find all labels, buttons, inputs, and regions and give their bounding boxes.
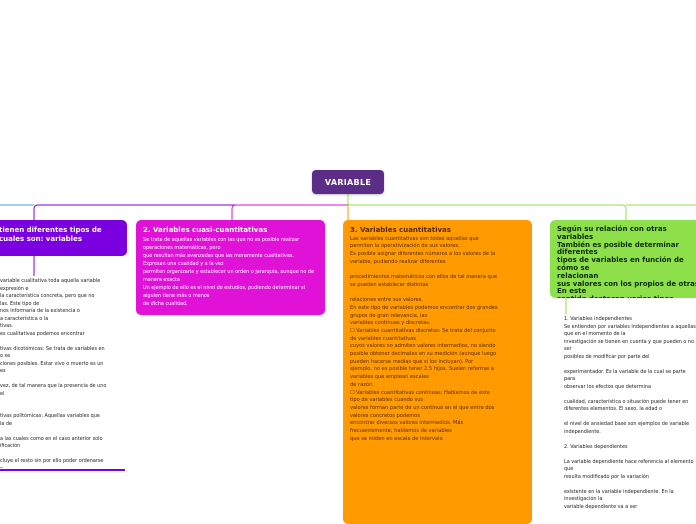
topic-title: tienen diferentes tipos de cuales son: v… (0, 226, 102, 243)
root-node-variable[interactable]: VARIABLE (312, 170, 384, 194)
connector-to-topic-4 (347, 194, 627, 220)
topic-cuasi-cuantitativas[interactable]: 2. Variables cuasi-cuantitativas Se trat… (136, 220, 325, 315)
topic-relacion-otras-variables[interactable]: Según su relación con otras variables Ta… (550, 220, 696, 298)
subtopic-cualitativas-text[interactable]: variable cualitativa toda aquella variab… (0, 278, 107, 468)
topic-body: Se trata de aquellas variables con las q… (143, 236, 315, 308)
topic-title: Según su relación con otras variables Ta… (557, 225, 696, 298)
topic-cuantitativas[interactable]: 3. Variables cuantitativas Las variables… (343, 220, 532, 524)
subtopic-independientes-dependientes-text[interactable]: 1. Variables independientes Se entienden… (564, 316, 696, 510)
topic-variables-cualitativas[interactable]: tienen diferentes tipos de cuales son: v… (0, 220, 127, 256)
connector-to-topic-1 (33, 194, 349, 220)
subtopic-underline (0, 469, 125, 471)
connector-to-topic-2 (231, 194, 349, 220)
root-label: VARIABLE (324, 177, 372, 187)
topic-title: 3. Variables cuantitativas (350, 226, 451, 234)
topic-body: Las variables cuantitativas son todas aq… (350, 235, 498, 442)
topic-title: 2. Variables cuasi-cuantitativas (143, 226, 268, 234)
